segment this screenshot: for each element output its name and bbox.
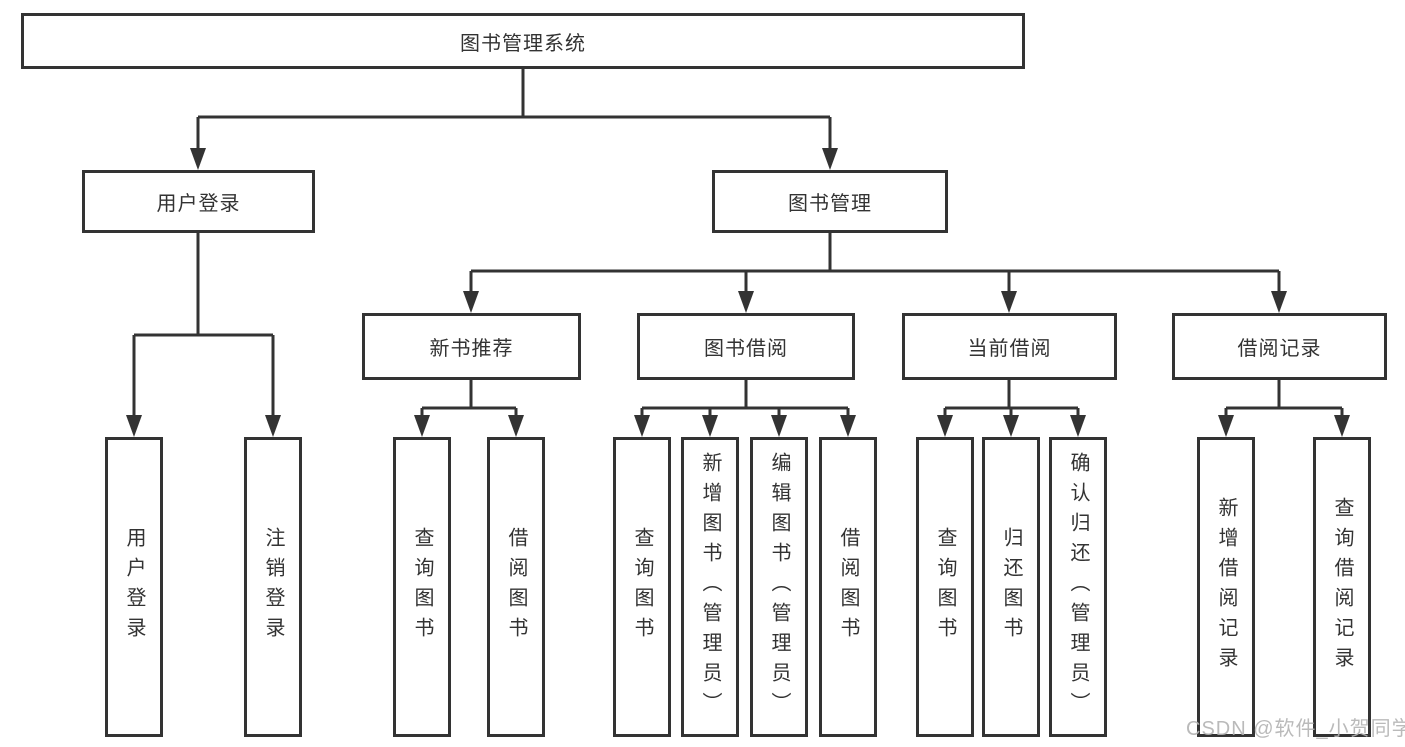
leaf-query-borrow-record: 查询借阅记录: [1313, 437, 1371, 737]
connector-newbook-to-leaves: [420, 380, 518, 419]
node-label: 用户登录: [156, 193, 241, 215]
leaf-edit-books-admin: 编辑图书（管理员）: [750, 437, 808, 737]
node-label: 确认归还（管理员）: [1067, 452, 1089, 722]
node-label: 归还图书: [1000, 527, 1022, 647]
leaf-query-books-borrow: 查询图书: [613, 437, 671, 737]
leaf-borrow-books-recommend: 借阅图书: [487, 437, 545, 737]
connector-root-to-level2: [196, 69, 832, 152]
csdn-watermark: CSDN @软件_小贺同学: [1186, 718, 1405, 740]
node-label: 借阅图书: [505, 527, 527, 647]
node-label: 查询图书: [631, 527, 653, 647]
node-label: 当前借阅: [967, 338, 1052, 360]
node-user-login: 用户登录: [82, 170, 315, 233]
arrowhead-icon: [508, 415, 524, 437]
node-borrow-record: 借阅记录: [1172, 313, 1387, 380]
arrowhead-icon: [463, 291, 479, 313]
node-label: 图书借阅: [704, 338, 788, 360]
arrowhead-icon: [1070, 415, 1086, 437]
leaf-borrow-books: 借阅图书: [819, 437, 877, 737]
node-label: 查询图书: [411, 527, 433, 647]
arrowhead-icon: [702, 415, 718, 437]
node-label: 新书推荐: [429, 338, 514, 360]
arrowhead-icon: [937, 415, 953, 437]
connector-current-to-leaves: [943, 380, 1080, 419]
arrowhead-icon: [126, 415, 142, 437]
node-label: 查询图书: [934, 527, 956, 647]
arrowhead-icon: [1218, 415, 1234, 437]
leaf-logout: 注销登录: [244, 437, 302, 737]
connector-arrowheads: [126, 148, 1350, 437]
arrowhead-icon: [265, 415, 281, 437]
node-library-management-system: 图书管理系统: [21, 13, 1025, 69]
node-label: 编辑图书（管理员）: [768, 452, 790, 722]
connector-borrow-to-leaves: [640, 380, 850, 419]
node-label: 图书管理系统: [460, 32, 586, 55]
leaf-confirm-return-admin: 确认归还（管理员）: [1049, 437, 1107, 737]
leaf-add-borrow-record: 新增借阅记录: [1197, 437, 1255, 737]
node-new-book-recommend: 新书推荐: [362, 313, 581, 380]
arrowhead-icon: [1003, 415, 1019, 437]
leaf-add-books-admin: 新增图书（管理员）: [681, 437, 739, 737]
node-book-management: 图书管理: [712, 170, 948, 233]
arrowhead-icon: [414, 415, 430, 437]
leaf-query-books-recommend: 查询图书: [393, 437, 451, 737]
node-label: 借阅图书: [837, 527, 859, 647]
leaf-query-books-current: 查询图书: [916, 437, 974, 737]
connector-userlogin-to-leaves: [132, 233, 275, 419]
node-label: 新增借阅记录: [1215, 497, 1237, 677]
arrowhead-icon: [1334, 415, 1350, 437]
connector-paths: [132, 69, 1344, 419]
arrowhead-icon: [1271, 291, 1287, 313]
leaf-user-login: 用户登录: [105, 437, 163, 737]
connector-bookmgmt-to-level3: [469, 233, 1281, 295]
arrowhead-icon: [840, 415, 856, 437]
node-label: 图书管理: [788, 193, 872, 215]
node-current-borrow: 当前借阅: [902, 313, 1117, 380]
arrowhead-icon: [822, 148, 838, 170]
node-label: 借阅记录: [1237, 338, 1322, 360]
node-label: 注销登录: [262, 527, 284, 647]
arrowhead-icon: [738, 291, 754, 313]
leaf-return-books: 归还图书: [982, 437, 1040, 737]
connector-record-to-leaves: [1224, 380, 1344, 419]
arrowhead-icon: [190, 148, 206, 170]
node-book-borrow: 图书借阅: [637, 313, 855, 380]
node-label: 用户登录: [123, 527, 145, 647]
arrowhead-icon: [634, 415, 650, 437]
node-label: 新增图书（管理员）: [699, 452, 721, 722]
arrowhead-icon: [771, 415, 787, 437]
node-label: 查询借阅记录: [1331, 497, 1353, 677]
arrowhead-icon: [1001, 291, 1017, 313]
